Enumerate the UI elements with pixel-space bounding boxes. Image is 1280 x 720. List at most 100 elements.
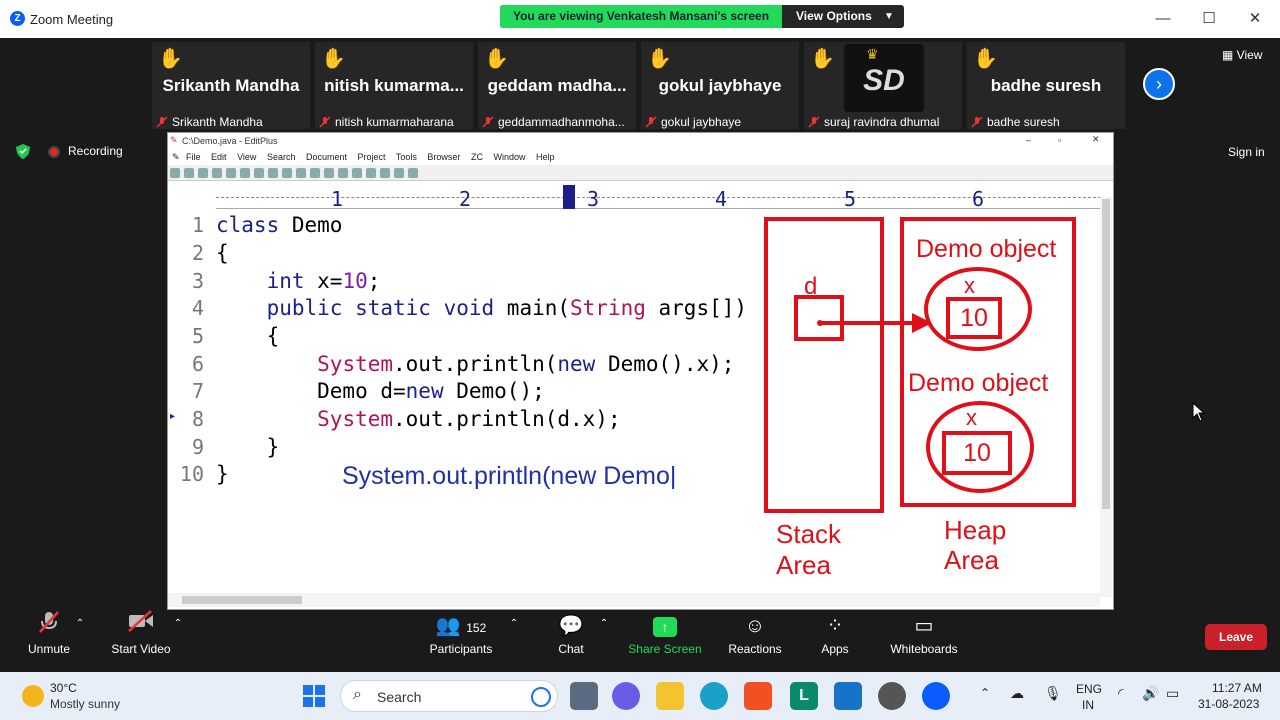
tile-icon[interactable] [408, 168, 418, 178]
teams-icon[interactable] [612, 682, 640, 710]
new-file-icon[interactable] [170, 168, 180, 178]
scroll-thumb[interactable] [1102, 199, 1110, 509]
chevron-down-icon[interactable]: ▼ [884, 11, 894, 22]
horizontal-scrollbar[interactable] [168, 593, 1100, 607]
start-button[interactable] [300, 682, 328, 710]
vertical-scrollbar[interactable] [1100, 197, 1112, 597]
window-icon[interactable] [394, 168, 404, 178]
viewing-banner[interactable]: You are viewing Venkatesh Mansani's scre… [500, 5, 904, 28]
l-app-icon[interactable]: L [790, 682, 818, 710]
next-page-button[interactable]: › [1143, 68, 1175, 100]
code-line[interactable]: Demo d=new Demo(); [216, 379, 545, 403]
maximize-button[interactable]: ☐ [1202, 10, 1216, 27]
replace-icon[interactable] [324, 168, 334, 178]
editplus-minimize-button[interactable]: – [1026, 135, 1032, 145]
clock-date[interactable]: 31-08-2023 [1198, 697, 1260, 711]
scroll-thumb[interactable] [182, 596, 302, 604]
whiteboards-button[interactable]: ▭ Whiteboards [884, 610, 964, 656]
close-button[interactable]: ✕ [1248, 10, 1262, 27]
menu-project[interactable]: Project [357, 152, 386, 162]
participant-tile[interactable]: ✋ ♛ SD suraj ravindra dhumal [804, 42, 962, 129]
participant-tile[interactable]: ✋ nitish kumarma... nitish kumarmaharana [315, 42, 473, 129]
find-icon[interactable] [310, 168, 320, 178]
code-line[interactable]: int x=10; [216, 269, 381, 293]
save-all-icon[interactable] [212, 168, 222, 178]
sun-icon[interactable] [22, 685, 44, 707]
cloud-icon[interactable]: ☁ [1010, 685, 1024, 701]
view-options-button[interactable]: View Options [796, 9, 872, 23]
wifi-icon[interactable]: ◜ [1118, 685, 1124, 701]
menu-window[interactable]: Window [493, 152, 526, 162]
chat-chevron-icon[interactable]: ⌃ [599, 618, 609, 629]
menu-zc[interactable]: ZC [470, 152, 483, 162]
battery-icon[interactable]: ▭ [1166, 685, 1180, 701]
participants-button[interactable]: 👥 152 Participants [424, 610, 498, 656]
view-button[interactable]: ▦ View [1222, 48, 1262, 62]
weather-description[interactable]: Mostly sunny [50, 697, 121, 711]
participant-tile[interactable]: ✋ geddam madha... geddammadhanmoha... [478, 42, 636, 129]
editplus-maximize-button[interactable]: ▫ [1058, 135, 1062, 145]
store-icon[interactable] [744, 682, 772, 710]
menu-file[interactable]: File [186, 152, 201, 162]
recording-label[interactable]: Recording [68, 144, 123, 158]
taskbar-search[interactable]: ⌕ Search [340, 680, 558, 712]
audio-options-chevron-icon[interactable]: ⌃ [75, 618, 85, 629]
menu-document[interactable]: Document [305, 152, 348, 162]
chat-button[interactable]: 💬 Chat [550, 610, 592, 656]
clock-time[interactable]: 11:27 AM [1212, 681, 1262, 695]
copy-icon[interactable] [254, 168, 264, 178]
open-icon[interactable] [184, 168, 194, 178]
font-icon[interactable] [352, 168, 362, 178]
task-view-icon[interactable] [570, 682, 598, 710]
chrome-icon[interactable] [878, 682, 906, 710]
weather-temperature[interactable]: 30°C [50, 681, 77, 695]
menu-browser[interactable]: Browser [427, 152, 461, 162]
code-line[interactable]: { [216, 241, 229, 265]
cut-icon[interactable] [240, 168, 250, 178]
participant-tile[interactable]: ✋ Srikanth Mandha Srikanth Mandha [152, 42, 310, 129]
calendar-app-icon[interactable] [834, 682, 862, 710]
spellcheck-icon[interactable] [380, 168, 390, 178]
menu-search[interactable]: Search [266, 152, 296, 162]
editplus-close-button[interactable]: ✕ [1092, 134, 1100, 144]
share-screen-button[interactable]: ↑ Share Screen [626, 610, 704, 656]
minimize-button[interactable]: — [1155, 10, 1171, 27]
edge-icon[interactable] [700, 682, 728, 710]
file-explorer-icon[interactable] [656, 682, 684, 710]
indent-icon[interactable] [338, 168, 348, 178]
code-line[interactable]: } [216, 462, 229, 486]
participant-tile[interactable]: ✋ gokul jaybhaye gokul jaybhaye [641, 42, 799, 129]
save-icon[interactable] [198, 168, 208, 178]
menu-tools[interactable]: Tools [395, 152, 417, 162]
language-indicator[interactable]: ENG [1076, 682, 1103, 696]
word-wrap-icon[interactable] [366, 168, 376, 178]
volume-icon[interactable]: 🔊 [1142, 685, 1160, 701]
video-options-chevron-icon[interactable]: ⌃ [173, 618, 183, 629]
menu-view[interactable]: View [237, 152, 257, 162]
participants-chevron-icon[interactable]: ⌃ [509, 618, 519, 629]
zoom-taskbar-icon[interactable] [922, 682, 950, 710]
print-icon[interactable] [226, 168, 236, 178]
menu-edit[interactable]: Edit [211, 152, 227, 162]
redo-icon[interactable] [296, 168, 306, 178]
apps-button[interactable]: ⁘ Apps [814, 610, 856, 656]
paste-icon[interactable] [268, 168, 278, 178]
code-line[interactable]: } [216, 435, 280, 459]
sign-in-link[interactable]: Sign in [1228, 145, 1265, 159]
unmute-button[interactable]: Unmute [20, 610, 78, 656]
code-line[interactable]: public static void main(String args[]) [216, 296, 747, 320]
participant-tile[interactable]: ✋ badhe suresh badhe suresh [967, 42, 1125, 129]
code-line[interactable]: class Demo [216, 213, 342, 237]
leave-button[interactable]: Leave [1205, 624, 1267, 650]
microphone-icon[interactable]: 🎙 [1044, 685, 1062, 701]
shield-icon[interactable] [16, 144, 30, 159]
code-line[interactable]: System.out.println(new Demo().x); [216, 352, 734, 376]
menu-help[interactable]: Help [536, 152, 555, 162]
language-region[interactable]: IN [1082, 698, 1094, 712]
chevron-up-icon[interactable]: ⌃ [980, 686, 991, 700]
code-line[interactable]: System.out.println(d.x); [216, 407, 620, 431]
undo-icon[interactable] [282, 168, 292, 178]
reactions-button[interactable]: ☺ Reactions [724, 610, 786, 656]
code-line[interactable]: { [216, 324, 280, 348]
start-video-button[interactable]: Start Video [106, 610, 176, 656]
